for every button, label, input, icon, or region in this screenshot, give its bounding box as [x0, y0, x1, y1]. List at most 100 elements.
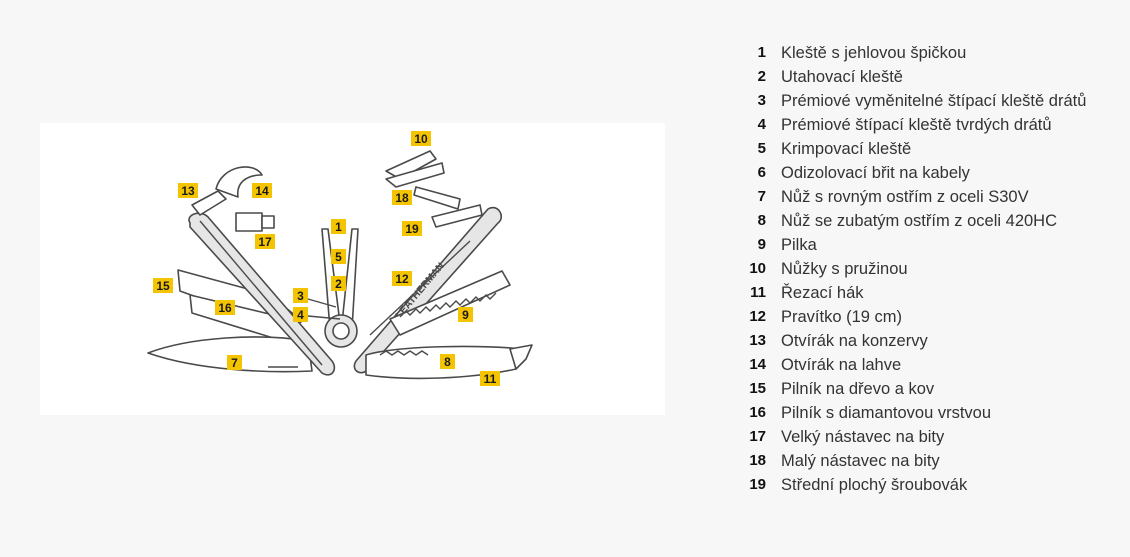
legend-label: Řezací hák — [781, 284, 864, 302]
legend-item: 13 Otvírák na konzervy — [742, 329, 1122, 353]
legend-label: Odizolovací břit na kabely — [781, 164, 970, 182]
legend-label: Utahovací kleště — [781, 68, 903, 86]
legend-item: 8 Nůž se zubatým ostřím z oceli 420HC — [742, 209, 1122, 233]
legend-item: 1 Kleště s jehlovou špičkou — [742, 41, 1122, 65]
legend-label: Prémiové štípací kleště tvrdých drátů — [781, 116, 1052, 134]
legend-number: 5 — [757, 140, 766, 157]
legend-item: 19 Střední plochý šroubovák — [742, 473, 1122, 497]
tool-legend: 1 Kleště s jehlovou špičkou 2 Utahovací kl… — [742, 41, 1122, 497]
svg-text:8: 8 — [444, 355, 451, 369]
legend-item: 11 Řezací hák — [742, 281, 1122, 305]
cutting-hook — [509, 344, 533, 370]
callout-16: 16 — [215, 300, 235, 315]
legend-label: Pravítko (19 cm) — [781, 308, 903, 326]
svg-text:13: 13 — [181, 184, 195, 198]
svg-text:7: 7 — [231, 356, 238, 370]
svg-text:4: 4 — [297, 308, 304, 322]
legend-number: 8 — [757, 212, 766, 229]
svg-text:18: 18 — [395, 191, 409, 205]
legend-number: 1 — [757, 44, 766, 61]
callout-2: 2 — [331, 276, 346, 291]
svg-text:5: 5 — [335, 250, 342, 264]
legend-item: 12 Pravítko (19 cm) — [742, 305, 1122, 329]
legend-number: 12 — [749, 308, 766, 325]
svg-text:12: 12 — [395, 272, 409, 286]
legend-number: 6 — [757, 164, 766, 181]
svg-text:17: 17 — [258, 235, 272, 249]
callout-13: 13 — [178, 183, 198, 198]
legend-number: 9 — [757, 236, 766, 253]
svg-text:11: 11 — [484, 372, 497, 386]
legend-label: Velký nástavec na bity — [781, 428, 945, 446]
callout-7: 7 — [227, 355, 242, 370]
callout-9: 9 — [458, 307, 473, 322]
multitool-illustration: LEATHERMAN 1 2 3 4 5 7 8 9 10 11 12 13 1… — [147, 131, 533, 386]
svg-text:15: 15 — [156, 279, 170, 293]
multitool-diagram: LEATHERMAN 1 2 3 4 5 7 8 9 10 11 12 13 1… — [40, 123, 665, 415]
legend-item: 17 Velký nástavec na bity — [742, 425, 1122, 449]
callout-12: 12 — [392, 271, 412, 286]
legend-number: 10 — [749, 260, 766, 277]
callout-11: 11 — [480, 371, 500, 386]
can-opener — [191, 190, 227, 216]
callout-10: 10 — [411, 131, 431, 146]
large-bit-driver — [235, 212, 263, 232]
legend-label: Pilník na dřevo a kov — [781, 380, 935, 398]
legend-label: Pilka — [781, 236, 817, 254]
legend-item: 3 Prémiové vyměnitelné štípací kleště drá… — [742, 89, 1122, 113]
legend-number: 13 — [749, 332, 766, 349]
callout-15: 15 — [153, 278, 173, 293]
legend-item: 16 Pilník s diamantovou vrstvou — [742, 401, 1122, 425]
legend-item: 10 Nůžky s pružinou — [742, 257, 1122, 281]
legend-label: Pilník s diamantovou vrstvou — [781, 404, 992, 422]
flat-screwdriver — [431, 204, 483, 228]
legend-label: Malý nástavec na bity — [781, 452, 940, 470]
legend-label: Nůž se zubatým ostřím z oceli 420HC — [781, 212, 1058, 230]
svg-text:2: 2 — [335, 277, 342, 291]
svg-text:9: 9 — [462, 308, 469, 322]
legend-number: 17 — [749, 428, 766, 445]
callout-3: 3 — [293, 288, 308, 303]
saw-blade — [389, 270, 511, 336]
legend-number: 18 — [749, 452, 766, 469]
bottle-opener — [215, 166, 263, 198]
legend-label: Nůžky s pružinou — [781, 260, 908, 278]
legend-label: Prémiové vyměnitelné štípací kleště drát… — [781, 92, 1087, 110]
legend-number: 7 — [757, 188, 766, 205]
ruler-markings — [369, 240, 471, 336]
callout-8: 8 — [440, 354, 455, 369]
legend-item: 6 Odizolovací břit na kabely — [742, 161, 1122, 185]
svg-text:10: 10 — [414, 132, 428, 146]
small-bit-driver — [413, 186, 461, 210]
callout-14: 14 — [252, 183, 272, 198]
legend-number: 15 — [749, 380, 766, 397]
legend-item: 5 Krimpovací kleště — [742, 137, 1122, 161]
callout-4: 4 — [293, 307, 308, 322]
callout-18: 18 — [392, 190, 412, 205]
legend-item: 18 Malý nástavec na bity — [742, 449, 1122, 473]
svg-text:16: 16 — [218, 301, 232, 315]
legend-label: Střední plochý šroubovák — [781, 476, 968, 494]
svg-text:19: 19 — [405, 222, 419, 236]
legend-number: 2 — [757, 68, 766, 85]
legend-label: Kleště s jehlovou špičkou — [781, 44, 967, 62]
callout-19: 19 — [402, 221, 422, 236]
legend-number: 19 — [749, 476, 766, 493]
legend-item: 15 Pilník na dřevo a kov — [742, 377, 1122, 401]
legend-number: 3 — [757, 92, 766, 109]
callout-5: 5 — [331, 249, 346, 264]
callout-17: 17 — [255, 234, 275, 249]
svg-text:1: 1 — [335, 220, 342, 234]
legend-item: 9 Pilka — [742, 233, 1122, 257]
legend-number: 14 — [749, 356, 766, 373]
legend-number: 16 — [749, 404, 766, 421]
legend-label: Krimpovací kleště — [781, 140, 912, 158]
legend-item: 2 Utahovací kleště — [742, 65, 1122, 89]
svg-text:14: 14 — [255, 184, 269, 198]
callout-1: 1 — [331, 219, 346, 234]
legend-number: 11 — [750, 284, 766, 301]
legend-label: Otvírák na konzervy — [781, 332, 928, 350]
